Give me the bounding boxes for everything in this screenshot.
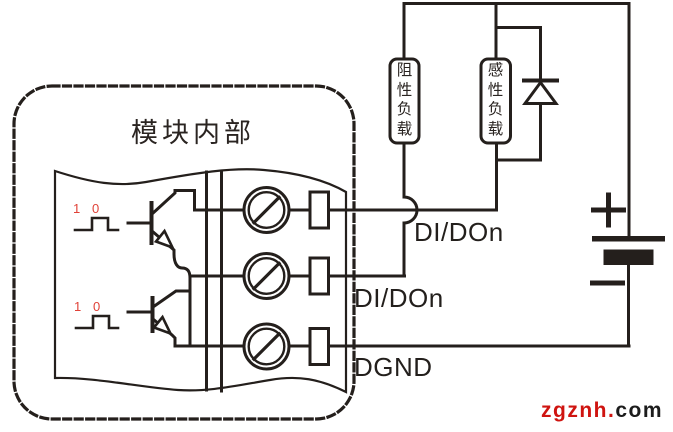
battery-plus-symbol [591, 192, 626, 228]
module-internal-title: 模块内部 [131, 118, 255, 148]
waveform2-level-1: 1 [74, 299, 82, 314]
waveform2-level-0: 0 [93, 299, 101, 314]
waveform1-level-1: 1 [73, 201, 81, 216]
screw-terminal-2 [242, 252, 291, 300]
terminal-label-dgnd: DGND [354, 352, 433, 382]
diode-top-link [494, 26, 542, 80]
watermark-black-part: com [615, 399, 664, 422]
watermark: zgznh.com [541, 399, 663, 423]
resistive-load-bottom-lead-with-hop [402, 141, 419, 278]
diode-triangle [522, 79, 559, 105]
terminal-label-dido1: DI/DOn [414, 217, 504, 247]
transistor2-collector [150, 289, 192, 310]
watermark-red-part: zgznh. [541, 399, 616, 422]
transistor2-emitter-arrow [151, 314, 174, 336]
battery [590, 2, 665, 348]
terminal-pin-1 [308, 190, 330, 230]
inductive-load-label: 感性负载 [487, 62, 504, 138]
waveform1-level-0: 0 [92, 201, 100, 216]
terminal-pin-3 [308, 327, 330, 366]
resistive-load-label: 阻性负载 [396, 62, 413, 138]
resistive-load-box [388, 57, 421, 145]
transistor1-emitter-with-hop [149, 228, 192, 348]
transistor1-collector [149, 189, 196, 217]
terminal-pin-2 [308, 256, 330, 296]
battery-negative-plate [603, 249, 654, 265]
pulse-waveform-2 [74, 314, 120, 330]
screw-terminal-3 [242, 322, 291, 371]
pcb-panel-outline [53, 168, 348, 394]
pulse-waveform-1 [73, 216, 120, 232]
screw-terminal-1 [242, 186, 291, 234]
inductive-load-box [479, 57, 512, 145]
module-dashed-border [12, 84, 356, 421]
battery-positive-plate [592, 236, 665, 242]
transistor1-emitter-arrow [153, 228, 176, 250]
flyback-diode [522, 78, 559, 105]
diode-bottom-link [495, 101, 542, 162]
terminal-label-dido2: DI/DOn [354, 283, 444, 313]
